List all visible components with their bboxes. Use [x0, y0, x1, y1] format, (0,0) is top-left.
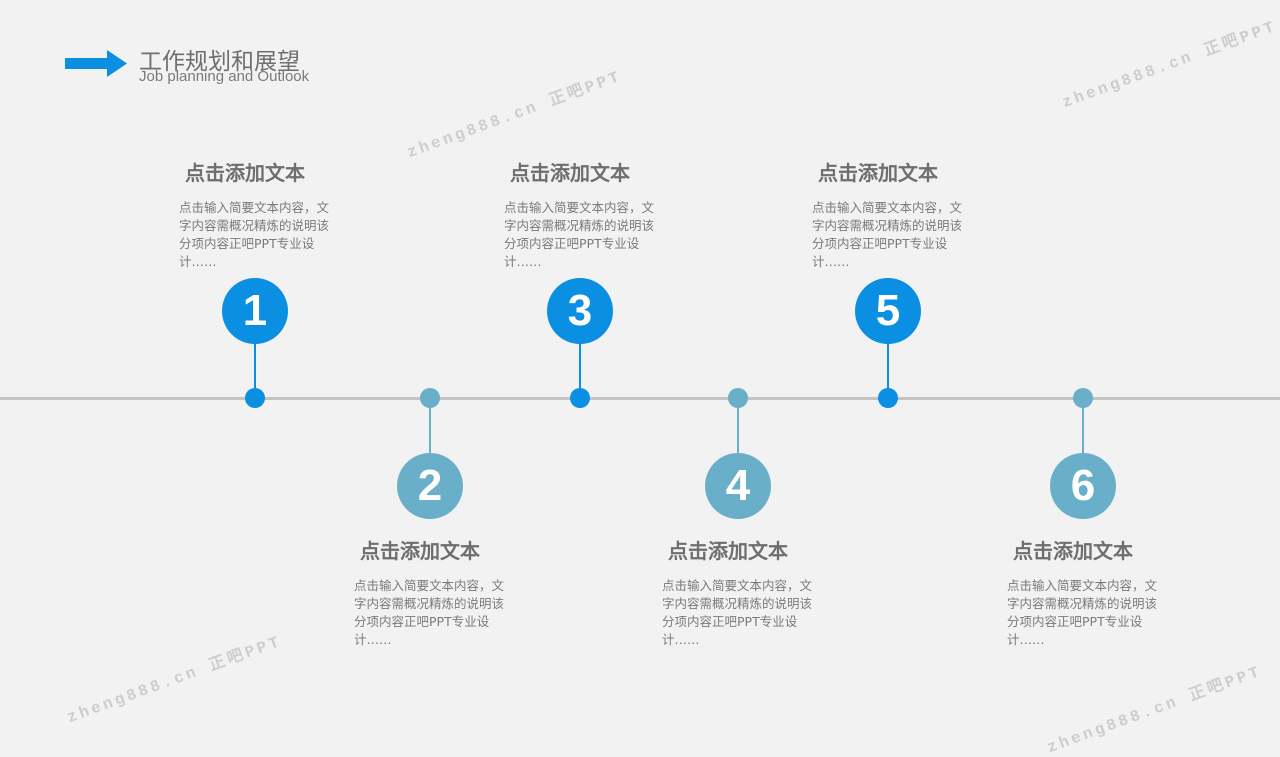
connector-line [579, 311, 581, 398]
watermark: zheng888.cn 正吧PPT [404, 67, 625, 163]
step-number-badge: 4 [705, 453, 771, 519]
timeline-dot [878, 388, 898, 408]
step-number-badge: 1 [222, 278, 288, 344]
step-description: 点击输入简要文本内容，文字内容需概况精炼的说明该分项内容正吧PPT专业设计…… [812, 200, 963, 269]
step-title: 点击添加文本 [360, 539, 480, 563]
step-title: 点击添加文本 [1013, 539, 1133, 563]
watermark: zheng888.cn 正吧PPT [1059, 17, 1280, 113]
connector-line [254, 311, 256, 398]
timeline-axis [0, 397, 1280, 400]
step-description: 点击输入简要文本内容，文字内容需概况精炼的说明该分项内容正吧PPT专业设计…… [662, 578, 813, 647]
step-title: 点击添加文本 [185, 161, 305, 185]
step-title: 点击添加文本 [510, 161, 630, 185]
timeline-dot [245, 388, 265, 408]
step-number-badge: 5 [855, 278, 921, 344]
step-title: 点击添加文本 [818, 161, 938, 185]
connector-line [1082, 398, 1084, 486]
connector-line [737, 398, 739, 486]
watermark: zheng888.cn 正吧PPT [1044, 662, 1265, 757]
step-description: 点击输入简要文本内容，文字内容需概况精炼的说明该分项内容正吧PPT专业设计…… [354, 578, 505, 647]
timeline-dot [1073, 388, 1093, 408]
arrow-icon [65, 50, 127, 77]
step-number-badge: 6 [1050, 453, 1116, 519]
timeline-dot [570, 388, 590, 408]
connector-line [429, 398, 431, 486]
page-subtitle: Job planning and Outlook [139, 68, 310, 85]
step-description: 点击输入简要文本内容，文字内容需概况精炼的说明该分项内容正吧PPT专业设计…… [1007, 578, 1158, 647]
step-description: 点击输入简要文本内容，文字内容需概况精炼的说明该分项内容正吧PPT专业设计…… [504, 200, 655, 269]
step-number-badge: 2 [397, 453, 463, 519]
step-number-badge: 3 [547, 278, 613, 344]
watermark: zheng888.cn 正吧PPT [64, 632, 285, 728]
timeline-dot [420, 388, 440, 408]
timeline-dot [728, 388, 748, 408]
step-description: 点击输入简要文本内容，文字内容需概况精炼的说明该分项内容正吧PPT专业设计…… [179, 200, 330, 269]
step-title: 点击添加文本 [668, 539, 788, 563]
connector-line [887, 311, 889, 398]
page-title: 工作规划和展望 [139, 49, 300, 75]
